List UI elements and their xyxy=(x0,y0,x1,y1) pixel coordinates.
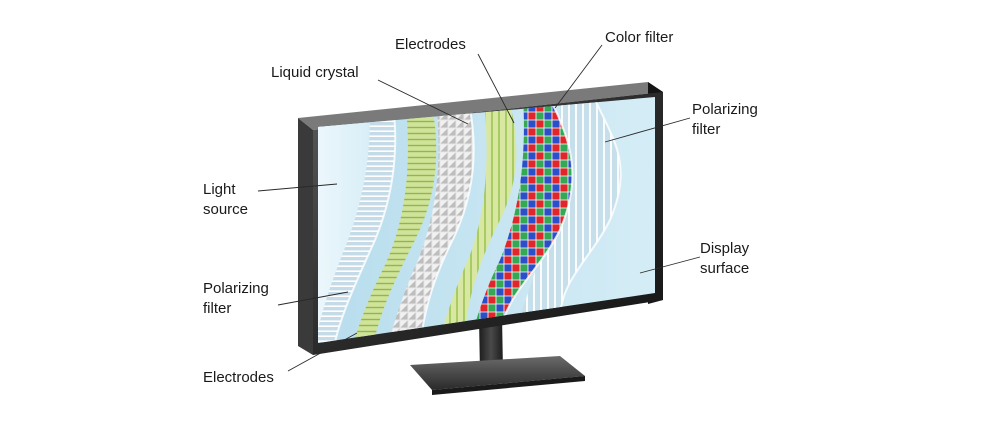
leader-lines xyxy=(257,44,701,372)
label-liquid-crystal: Liquid crystal xyxy=(271,64,359,81)
label-polarizing-filter-left: Polarizing filter xyxy=(203,280,273,317)
light-source-layer xyxy=(318,97,370,343)
electrodes-left-layer xyxy=(345,97,437,343)
label-electrodes-top: Electrodes xyxy=(395,36,466,53)
leader-electrodes-left xyxy=(287,332,358,372)
color-filter-layer xyxy=(460,97,573,343)
leader-color-filter xyxy=(554,44,603,109)
labels: Light source Polarizing filter Electrode… xyxy=(203,29,762,386)
leader-polarizing-filter-left xyxy=(277,291,349,306)
monitor-stand xyxy=(410,316,585,395)
electrodes-top-layer xyxy=(430,97,517,343)
label-light-source: Light source xyxy=(203,181,248,218)
leader-liquid-crystal xyxy=(377,79,469,125)
label-display-surface: Display surface xyxy=(700,240,753,277)
liquid-crystal-layer xyxy=(380,97,474,343)
leader-electrodes-top xyxy=(477,53,515,124)
label-electrodes-left: Electrodes xyxy=(203,369,274,386)
label-polarizing-filter-right: Polarizing filter xyxy=(692,101,762,138)
leader-polarizing-filter-right xyxy=(604,117,691,143)
leader-display-surface xyxy=(639,256,701,274)
leader-light-source xyxy=(257,183,338,192)
label-color-filter: Color filter xyxy=(605,29,673,46)
